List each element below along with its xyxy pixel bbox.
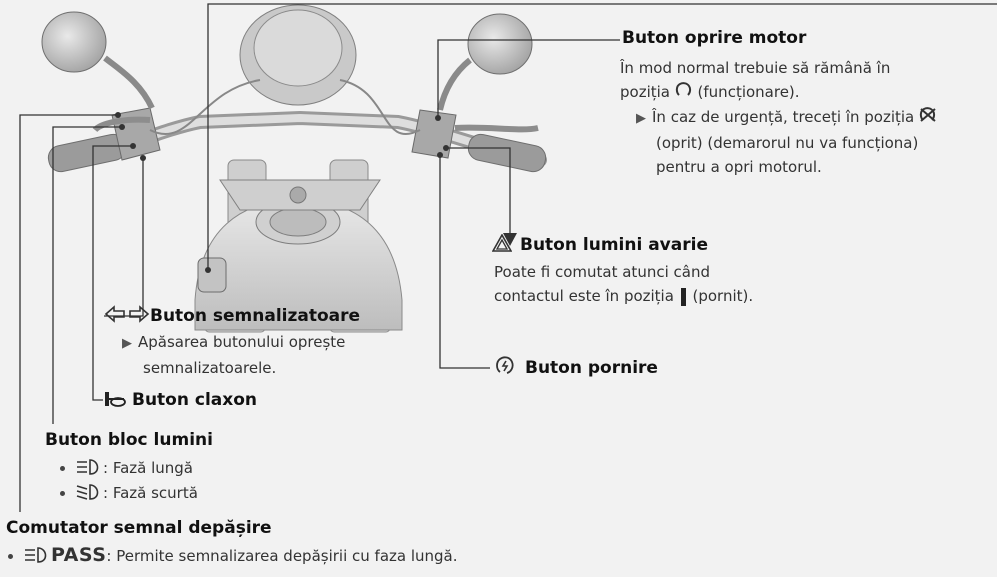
pass-high-beam-icon [23,546,51,568]
turn-signal-icon [104,304,150,329]
bullet-dot [60,491,65,496]
passing-item: PASS: Permite semnalizarea depășirii cu … [8,544,458,568]
start-icon [495,356,515,381]
hazard-description: Poate fi comutat atunci când contactul e… [494,260,753,308]
engine-stop-note-c: pentru a opri motorul. [656,158,822,176]
hazard-icon [491,233,513,257]
hazard-line1: Poate fi comutat atunci când [494,263,710,281]
engine-stop-line2-a: poziția [620,83,670,101]
passing-item-text: : Permite semnalizarea depășirii cu faza… [106,547,458,565]
off-position-icon [919,106,937,130]
hazard-title-row: Buton lumini avarie [491,233,708,257]
dimmer-item-high: : Fază lungă [60,458,193,480]
engine-stop-line2-b: (funcționare). [697,83,800,101]
turn-signal-note-a: ▶ Apăsarea butonului oprește [122,330,345,356]
engine-stop-line2: poziția (funcționare). [620,80,890,105]
hazard-line2: contactul este în poziția (pornit). [494,284,753,308]
engine-stop-note-b: (oprit) (demarorul nu va funcționa) [656,134,919,152]
engine-stop-note-a-text: În caz de urgență, treceți în poziția [652,108,915,126]
engine-stop-line1: În mod normal trebuie să rămână în [620,59,891,77]
high-beam-icon [75,458,103,480]
run-position-icon [675,81,693,105]
start-title-row: Buton pornire [495,356,658,381]
on-position-icon [680,287,686,306]
bullet-dot [8,554,13,559]
dimmer-item-low-text: : Fază scurtă [103,484,198,502]
horn-title: Buton claxon [132,390,258,410]
dimmer-title: Buton bloc lumini [45,430,213,450]
engine-stop-title: Buton oprire motor [622,28,807,48]
start-title: Buton pornire [525,358,658,378]
engine-stop-description: În mod normal trebuie să rămână în poziț… [620,56,890,105]
note-arrow-icon: ▶ [122,336,132,351]
hazard-line2-a: contactul este în poziția [494,287,674,305]
bullet-dot [60,466,65,471]
passing-title: Comutator semnal depășire [6,518,272,538]
turn-signal-note-b: semnalizatoarele. [143,359,277,377]
dimmer-item-high-text: : Fază lungă [103,459,193,477]
turn-signal-title: Buton semnalizatoare [150,306,361,326]
hazard-line2-b: (pornit). [692,287,754,305]
horn-title-row: Buton claxon [104,390,257,413]
pass-word: PASS [51,544,107,566]
engine-stop-note: ▶ În caz de urgență, treceți în poziția (… [636,105,937,179]
low-beam-icon [75,483,103,505]
turn-signal-note: ▶ Apăsarea butonului oprește semnalizatoa… [122,330,345,380]
dimmer-item-low: : Fază scurtă [60,483,198,505]
hazard-title: Buton lumini avarie [520,235,708,255]
turn-signal-title-row: Buton semnalizatoare [104,304,360,329]
turn-signal-note-a-text: Apăsarea butonului oprește [138,333,346,351]
horn-icon [104,390,126,413]
engine-stop-note-a: ▶ În caz de urgență, treceți în poziția [636,105,937,131]
note-arrow-icon: ▶ [636,111,646,126]
